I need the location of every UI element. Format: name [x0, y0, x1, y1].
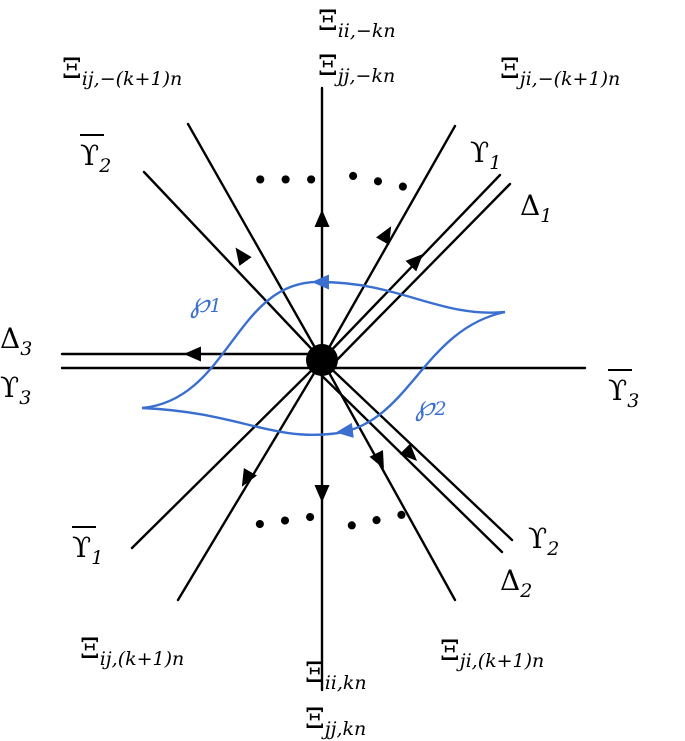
arrow-upper-right-a — [376, 226, 392, 246]
arrow-upper-left — [235, 247, 252, 266]
label-xi-ji-pos: Ξji,(k+1)n — [440, 634, 544, 672]
dots-lower-left: • • • — [249, 500, 320, 542]
label-upsilon2-bar: ϒ2 — [80, 139, 111, 177]
label-xi-ij-pos: Ξij,(k+1)n — [80, 632, 184, 670]
arrow-upper-right-b — [405, 253, 424, 272]
label-upsilon2: ϒ2 — [528, 522, 559, 560]
arrow-lower-right-a — [369, 450, 384, 469]
label-delta2: Δ2 — [500, 564, 532, 602]
label-upsilon1: ϒ1 — [470, 136, 501, 174]
ray-upsilon2-bar — [142, 170, 324, 362]
dots-lower-right: • • • — [340, 498, 413, 544]
dots-upper-left: • • • — [252, 164, 319, 197]
label-upsilon3: ϒ3 — [0, 371, 31, 409]
label-delta3: Δ3 — [0, 322, 32, 360]
arrow-lower-right-b — [399, 443, 418, 462]
label-xi-ii-pos: Ξii,kn — [305, 656, 367, 694]
label-xi-ij-neg: Ξij,−(k+1)n — [62, 52, 182, 90]
label-xi-jj-neg: Ξjj,−kn — [318, 49, 395, 87]
dots-upper-right: • • • — [341, 159, 414, 205]
label-rho2: ℘2 — [415, 389, 447, 422]
label-xi-ji-neg: Ξji,−(k+1)n — [500, 52, 620, 90]
label-xi-ii-neg: Ξii,−kn — [318, 4, 396, 42]
contour-rho2 — [141, 310, 506, 436]
ray-xi-ji-pos — [320, 358, 457, 602]
label-xi-jj-pos: Ξjj,kn — [305, 702, 366, 740]
arrow-lower-left — [241, 467, 257, 487]
label-delta1: Δ1 — [520, 189, 552, 227]
ray-upsilon1-bar — [130, 358, 324, 550]
contour-arrow-bottom — [335, 422, 354, 438]
ray-delta1 — [328, 182, 512, 369]
label-rho1: ℘1 — [190, 286, 222, 319]
label-upsilon1-bar: ϒ1 — [72, 531, 103, 569]
center-point — [306, 344, 338, 376]
ray-xi-ij-neg — [186, 122, 324, 362]
label-upsilon3-bar: ϒ3 — [608, 374, 639, 412]
